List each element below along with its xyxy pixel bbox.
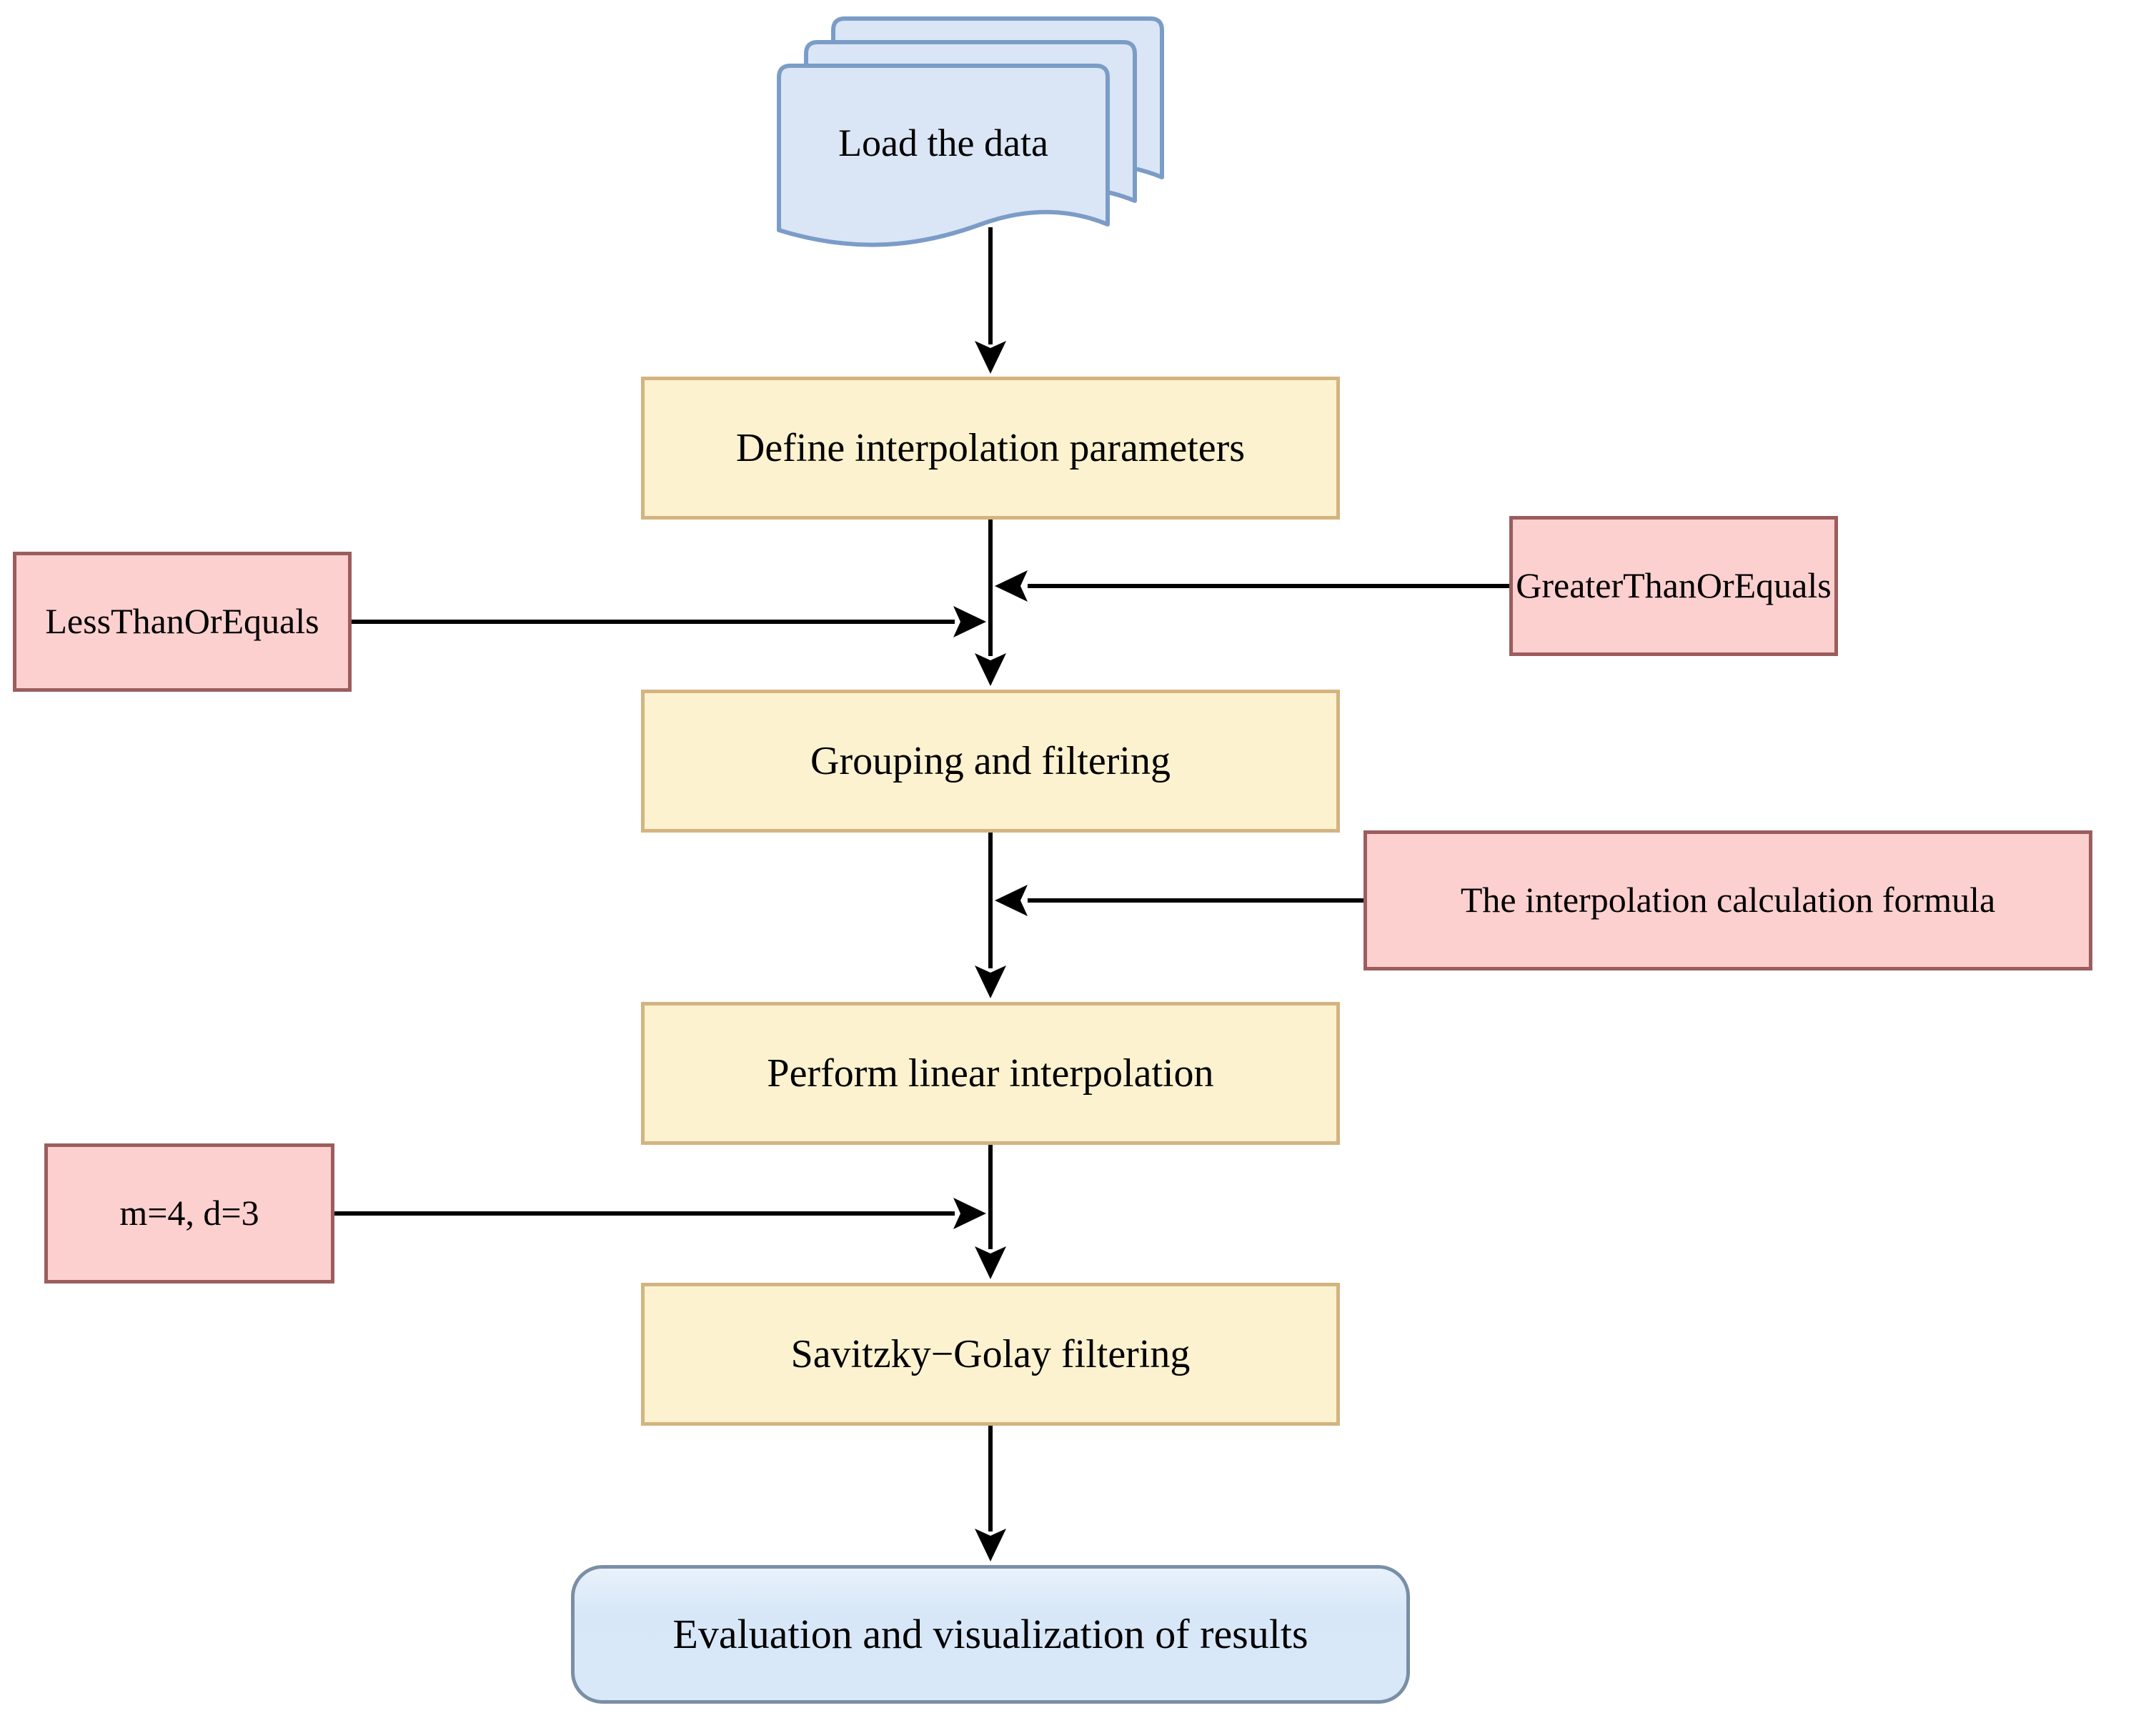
arrow-interp-to-sg [975, 1145, 1006, 1279]
arrow-sg-to-evaluation [975, 1426, 1006, 1561]
arrow-load-to-define [975, 227, 1006, 374]
arrow-lte-to-flow [352, 606, 986, 637]
flow-arrows [975, 227, 1006, 1561]
node-load-data: Load the data [838, 121, 1048, 164]
node-define-interpolation-parameters: Define interpolation parameters [641, 377, 1340, 520]
node-m4-d3: m=4, d=3 [44, 1143, 334, 1283]
node-savitzky-golay-filtering: Savitzky−Golay filtering [641, 1283, 1340, 1426]
document-stack-icon [777, 16, 1164, 247]
arrow-define-to-grouping [975, 520, 1006, 686]
parameter-arrows [334, 570, 1509, 1229]
arrow-params-to-flow [334, 1198, 986, 1229]
node-evaluation-results: Evaluation and visualization of results [571, 1565, 1410, 1704]
node-grouping-and-filtering: Grouping and filtering [641, 690, 1340, 833]
node-greater-than-or-equals: GreaterThanOrEquals [1509, 516, 1838, 656]
node-less-than-or-equals: LessThanOrEquals [13, 552, 352, 692]
node-perform-linear-interpolation: Perform linear interpolation [641, 1002, 1340, 1145]
arrow-grouping-to-interp [975, 833, 1006, 998]
node-interpolation-formula: The interpolation calculation formula [1363, 830, 2092, 970]
arrow-formula-to-flow [995, 885, 1363, 916]
arrow-gte-to-flow [995, 570, 1509, 602]
